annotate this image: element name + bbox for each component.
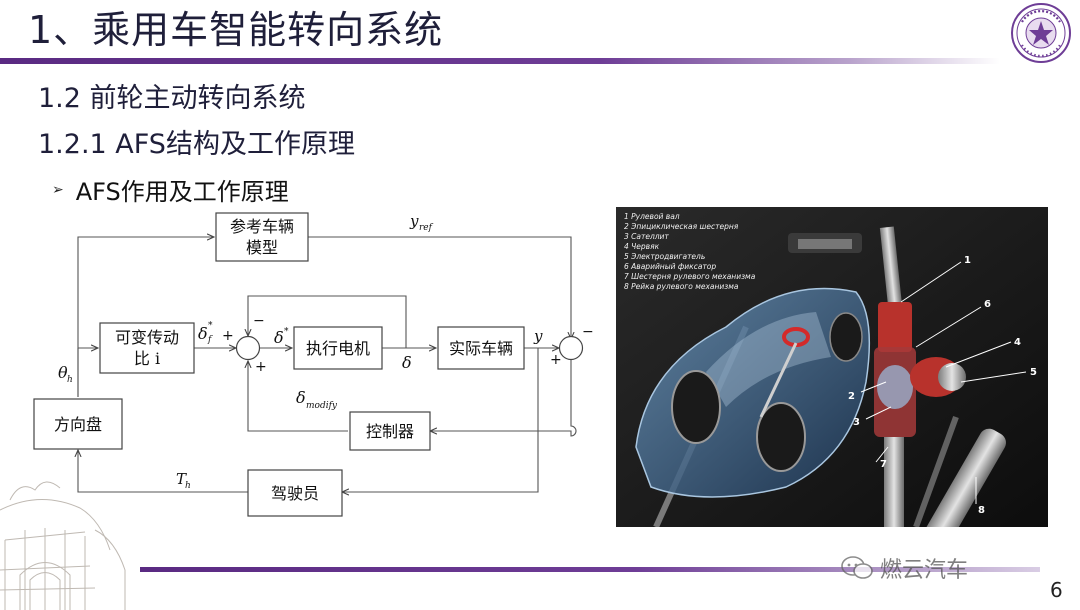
sign-minus-inner: − <box>253 313 265 329</box>
svg-text:δ: δ <box>274 328 284 347</box>
label-y: y <box>533 327 543 345</box>
svg-text:h: h <box>67 375 73 385</box>
wire-driver-wheel <box>78 450 248 493</box>
svg-text:比 i: 比 i <box>134 349 160 368</box>
summing-junction-2 <box>558 335 584 361</box>
slide-title: 1、乘用车智能转向系统 <box>28 8 444 52</box>
svg-text:δ: δ <box>296 388 306 407</box>
section-heading: 1.2 前轮主动转向系统 <box>38 83 306 114</box>
watermark: 燃云汽车 <box>840 552 968 584</box>
legend-item-6: 6 Аварийный фиксатор <box>624 262 716 271</box>
callout-2: 2 <box>848 391 855 402</box>
bullet-text: AFS作用及工作原理 <box>75 178 289 206</box>
svg-text:实际车辆: 实际车辆 <box>449 339 513 358</box>
svg-text:f: f <box>207 335 213 345</box>
label-delta-modify: δ modify <box>296 388 338 411</box>
wire-y-driver <box>342 348 539 492</box>
campus-gate-sketch-icon <box>0 481 126 610</box>
label-delta-star: δ * <box>274 327 289 347</box>
sign-plus-controller: + <box>255 359 267 375</box>
afs-block-diagram: 参考车辆 模型 可变传动 比 i 执行电机 实际车辆 控制器 方向盘 驾驶员 y… <box>33 212 594 517</box>
chat-bubble-icon <box>841 556 873 579</box>
page-number: 6 <box>1050 578 1063 602</box>
block-variable-ratio: 可变传动 比 i <box>99 322 195 374</box>
wire-inner-feedback <box>248 295 407 348</box>
callout-3: 3 <box>853 417 860 428</box>
callout-7: 7 <box>880 459 887 470</box>
label-torque-h: T h <box>176 470 191 491</box>
callout-5: 5 <box>1030 367 1037 378</box>
sign-plus-ratio: + <box>222 328 234 344</box>
wire-to-ref-model <box>77 237 214 397</box>
svg-text:模型: 模型 <box>246 238 278 257</box>
label-delta-f-star: δ * f <box>198 321 213 345</box>
svg-text:参考车辆: 参考车辆 <box>230 217 294 236</box>
title-divider <box>0 58 1000 64</box>
svg-text:可变传动: 可变传动 <box>115 328 179 347</box>
svg-text:θ: θ <box>58 363 68 382</box>
callout-8: 8 <box>978 505 985 516</box>
block-steering-wheel: 方向盘 <box>33 398 123 450</box>
callout-4: 4 <box>1014 337 1021 348</box>
svg-text:驾驶员: 驾驶员 <box>271 484 319 503</box>
callout-1: 1 <box>964 255 971 266</box>
footer-divider <box>140 567 1040 572</box>
label-theta-h: θ h <box>58 363 73 385</box>
block-driver: 驾驶员 <box>247 469 343 517</box>
subsection-heading: 1.2.1 AFS结构及工作原理 <box>38 129 355 160</box>
svg-text:ref: ref <box>419 223 434 233</box>
university-seal-icon <box>1011 3 1071 63</box>
legend-item-5: 5 Электродвигатель <box>624 252 705 261</box>
legend-item-4: 4 Червяк <box>624 242 660 251</box>
afs-cutaway-illustration: 1 Рулевой вал 2 Эпициклическая шестерня … <box>616 207 1048 527</box>
sign-minus-ref: − <box>582 324 594 340</box>
block-actual-vehicle: 实际车辆 <box>437 326 525 370</box>
legend-item-3: 3 Сателлит <box>624 232 669 241</box>
block-controller: 控制器 <box>349 411 431 451</box>
svg-text:δ: δ <box>198 324 208 343</box>
legend-item-2: 2 Эпициклическая шестерня <box>624 222 739 231</box>
legend-item-1: 1 Рулевой вал <box>624 212 680 221</box>
callout-6: 6 <box>984 299 991 310</box>
svg-text:执行电机: 执行电机 <box>306 339 370 358</box>
watermark-text: 燃云汽车 <box>880 558 969 583</box>
label-y-ref: y ref <box>409 212 434 233</box>
bullet-arrow-icon: ➢ <box>52 181 64 198</box>
bullet-item: ➢ AFS作用及工作原理 <box>52 172 289 207</box>
legend-item-8: 8 Рейка рулевого механизма <box>624 282 739 291</box>
svg-text:h: h <box>185 481 191 491</box>
summing-junction-1 <box>235 335 261 361</box>
svg-text:y: y <box>409 212 419 230</box>
wire-controller-sum1 <box>248 361 348 432</box>
sign-plus-y: + <box>550 352 562 368</box>
block-actuator-motor: 执行电机 <box>293 326 383 370</box>
svg-text:*: * <box>208 321 213 331</box>
svg-text:控制器: 控制器 <box>366 422 414 441</box>
wire-ref-output <box>308 236 571 339</box>
svg-text:*: * <box>284 327 289 337</box>
svg-text:modify: modify <box>306 401 338 411</box>
wire-sum2-controller <box>430 360 577 437</box>
svg-text:方向盘: 方向盘 <box>54 415 102 434</box>
label-delta: δ <box>402 353 412 372</box>
svg-text:T: T <box>176 470 187 488</box>
legend-item-7: 7 Шестерня рулевого механизма <box>624 272 756 281</box>
block-ref-model: 参考车辆 模型 <box>215 212 309 262</box>
